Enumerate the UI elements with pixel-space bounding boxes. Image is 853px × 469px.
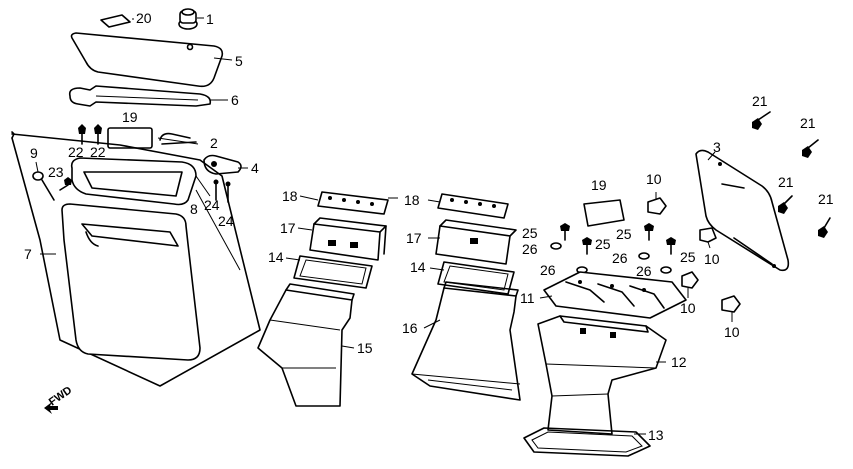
part-14-gasket-left xyxy=(293,255,373,289)
part-12-duct-right xyxy=(537,315,667,435)
callout-10-a: 10 xyxy=(646,171,662,187)
part-6-bracket xyxy=(68,85,228,107)
callout-21-a: 21 xyxy=(752,93,768,109)
callout-26-b: 26 xyxy=(540,262,556,278)
part-13-gasket-bottom xyxy=(523,427,651,457)
callout-21-c: 21 xyxy=(778,174,794,190)
callout-labels: 20 1 5 6 19 2 22 22 9 4 23 8 24 24 7 18 … xyxy=(24,10,834,443)
part-1-grommet xyxy=(178,8,198,30)
callout-18-right: 18 xyxy=(404,192,420,208)
callout-10-c: 10 xyxy=(680,300,696,316)
callout-13: 13 xyxy=(648,427,664,443)
part-11-reed-plate xyxy=(543,271,687,319)
part-19-pad-right xyxy=(583,199,625,227)
callout-15: 15 xyxy=(357,340,373,356)
part-4-clamp xyxy=(203,154,242,175)
part-7-side-cover xyxy=(11,131,261,387)
callout-12: 12 xyxy=(671,354,687,370)
part-22-screws xyxy=(78,124,102,145)
callout-18-left: 18 xyxy=(282,188,298,204)
callout-3: 3 xyxy=(713,139,721,155)
part-21-screws xyxy=(752,111,831,238)
callout-17-left: 17 xyxy=(280,220,296,236)
part-9-grommet xyxy=(32,161,55,201)
part-5-cover-plate xyxy=(70,32,233,88)
callout-22-a: 22 xyxy=(68,144,84,160)
part-3-side-cover-right xyxy=(695,149,790,272)
callout-10-d: 10 xyxy=(724,324,740,340)
callout-25-a: 25 xyxy=(522,225,538,241)
part-14-gasket-right xyxy=(437,261,515,295)
callout-1: 1 xyxy=(206,11,214,27)
callout-19-left: 19 xyxy=(122,109,138,125)
callout-9: 9 xyxy=(30,145,38,161)
part-17-block-left xyxy=(309,217,387,261)
callout-25-c: 25 xyxy=(616,226,632,242)
callout-6: 6 xyxy=(231,92,239,108)
part-18-reed-left xyxy=(317,191,389,215)
part-16-duct-middle xyxy=(411,281,521,401)
callout-24-b: 24 xyxy=(218,213,234,229)
part-25-26-fasteners xyxy=(550,223,676,274)
callout-26-c: 26 xyxy=(612,250,628,266)
callout-25-d: 25 xyxy=(680,249,696,265)
callout-19-right: 19 xyxy=(591,177,607,193)
callout-11: 11 xyxy=(520,290,535,306)
callout-23: 23 xyxy=(48,164,64,180)
part-18-reed-right xyxy=(437,193,509,219)
callout-22-b: 22 xyxy=(90,144,106,160)
callout-20: 20 xyxy=(136,10,152,26)
leader-lines xyxy=(40,17,733,435)
callout-25-b: 25 xyxy=(595,236,611,252)
callout-24-a: 24 xyxy=(204,197,220,213)
callout-5: 5 xyxy=(235,53,243,69)
callout-16: 16 xyxy=(402,320,418,336)
callout-4: 4 xyxy=(251,160,259,176)
callout-17-right: 17 xyxy=(406,230,422,246)
callout-7: 7 xyxy=(24,246,32,262)
callout-26-a: 26 xyxy=(522,241,538,257)
part-23-screw xyxy=(59,177,72,191)
part-15-duct-left xyxy=(257,283,355,407)
callout-8: 8 xyxy=(190,201,198,217)
fwd-direction-marker xyxy=(44,402,58,414)
callout-10-b: 10 xyxy=(704,251,720,267)
callout-26-d: 26 xyxy=(636,263,652,279)
part-10-nuts xyxy=(647,197,741,313)
fwd-label: FWD xyxy=(47,384,74,408)
part-20-plate xyxy=(100,14,131,28)
part-24-pins xyxy=(213,179,231,203)
part-17-block-right xyxy=(435,219,517,265)
callout-21-d: 21 xyxy=(818,191,834,207)
callout-14-right: 14 xyxy=(410,259,426,275)
callout-2: 2 xyxy=(210,135,218,151)
part-19-pad-left xyxy=(107,127,153,149)
callout-21-b: 21 xyxy=(800,115,816,131)
callout-14-left: 14 xyxy=(268,249,284,265)
